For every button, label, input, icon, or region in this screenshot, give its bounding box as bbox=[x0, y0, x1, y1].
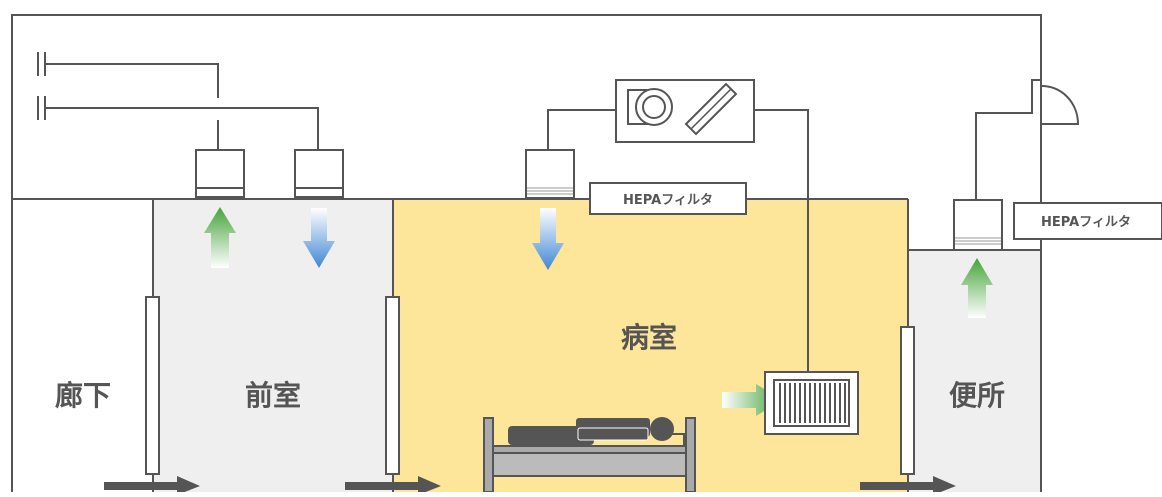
door-panels bbox=[145, 296, 915, 475]
hepa-label-toilet: HEPAフィルタ bbox=[1013, 202, 1162, 240]
room-hepa-supply-unit bbox=[525, 149, 575, 199]
supply-arrow-room bbox=[532, 208, 564, 270]
air-handler-icon bbox=[615, 79, 755, 143]
supply-arrow-anteroom bbox=[303, 208, 335, 268]
exhaust-arrow-anteroom bbox=[204, 207, 236, 268]
exhaust-arrow-toilet bbox=[961, 258, 993, 318]
flow-arrow-anteroom bbox=[345, 476, 441, 495]
return-grille-icon bbox=[764, 371, 859, 435]
toilet-hepa-exhaust-unit bbox=[953, 199, 1003, 251]
door-flow-arrows bbox=[104, 476, 956, 495]
patient-room-area bbox=[393, 200, 908, 492]
door-corridor-anteroom bbox=[145, 296, 160, 475]
room-label-patient-room: 病室 bbox=[621, 321, 677, 354]
room-label-anteroom: 前室 bbox=[245, 379, 301, 412]
anteroom-supply-unit bbox=[294, 149, 344, 198]
anteroom-area bbox=[153, 200, 393, 492]
hepa-label-room-text: HEPAフィルタ bbox=[623, 193, 713, 208]
anteroom-exhaust-unit bbox=[195, 149, 245, 198]
door-anteroom-room bbox=[385, 296, 400, 475]
hepa-label-toilet-text: HEPAフィルタ bbox=[1041, 215, 1131, 230]
room-label-toilet: 便所 bbox=[949, 379, 1005, 412]
flow-arrow-room bbox=[860, 476, 956, 495]
room-label-corridor: 廊下 bbox=[55, 379, 111, 412]
duct-lines bbox=[37, 52, 1041, 372]
patient-bed-icon bbox=[483, 417, 696, 493]
exhaust-hood-icon bbox=[1040, 84, 1080, 125]
hepa-label-room: HEPAフィルタ bbox=[589, 182, 747, 215]
flow-arrow-corridor bbox=[104, 476, 200, 495]
door-room-toilet bbox=[900, 326, 915, 475]
